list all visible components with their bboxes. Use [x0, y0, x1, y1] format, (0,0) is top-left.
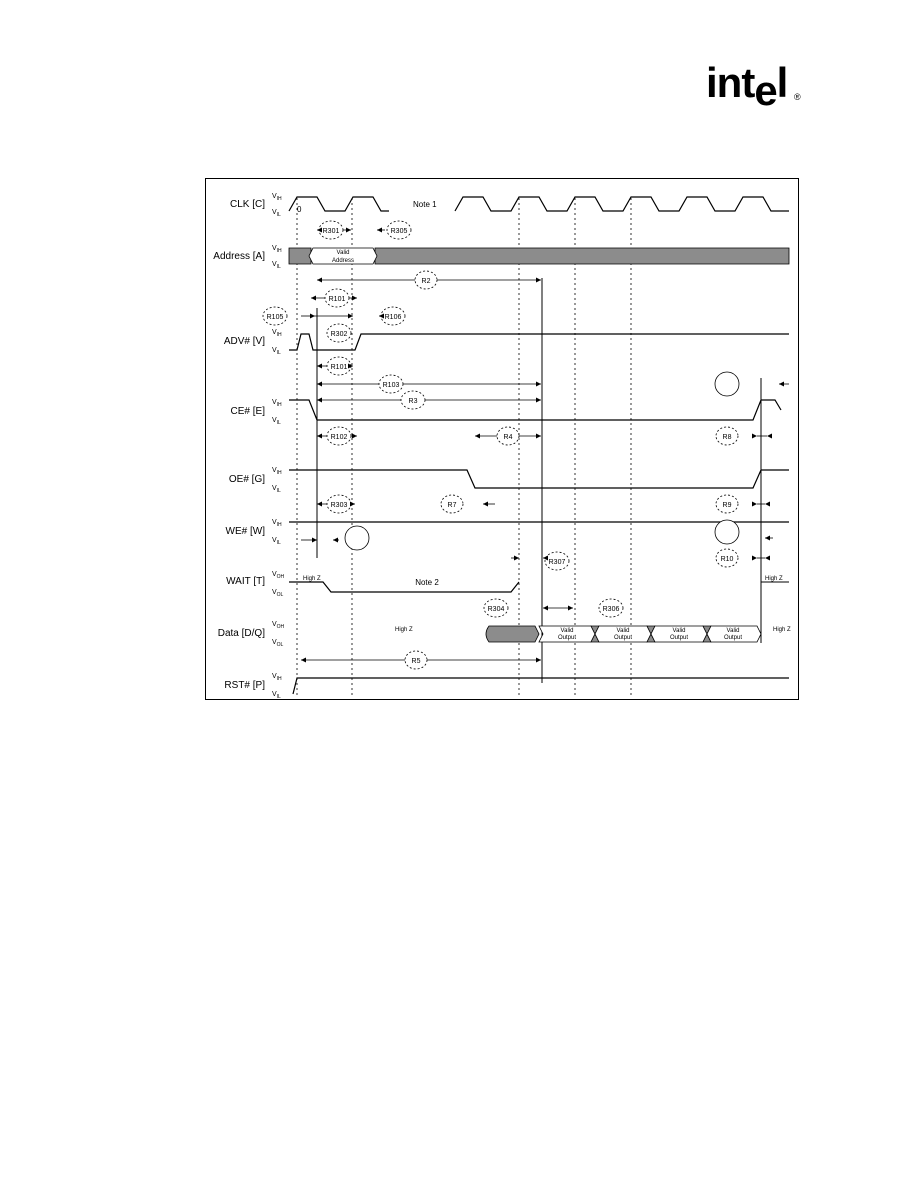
wait-note-label: Note 2	[415, 578, 439, 587]
param-r3: R3	[409, 398, 418, 405]
adv-waveform	[289, 333, 789, 351]
param-r306: R306	[603, 606, 620, 613]
address-valid-segment	[308, 247, 378, 265]
wait-high-z-right: High Z	[765, 576, 783, 582]
clk-levels: VIH VIL	[272, 193, 282, 218]
registered-mark: ®	[794, 92, 801, 102]
svg-text:VIH: VIH	[272, 245, 282, 254]
param-r106: R106	[385, 314, 402, 321]
svg-text:VIL: VIL	[272, 417, 281, 426]
ce-waveform	[289, 399, 782, 421]
address-valid-text-2: Address	[332, 258, 354, 264]
data-valid-1-line2: Output	[558, 635, 576, 641]
signal-label-we: WE# [W]	[226, 526, 266, 537]
clk-note-label: Note 1	[413, 200, 437, 209]
arrow-heads	[301, 227, 784, 663]
param-r301: R301	[323, 228, 340, 235]
signal-label-rst: RST# [P]	[224, 680, 265, 691]
data-bus-invalid	[485, 625, 540, 643]
param-r302: R302	[331, 331, 348, 338]
adv-levels: VIH VIL	[272, 329, 282, 356]
signal-label-data: Data [D/Q]	[218, 628, 265, 639]
svg-text:VIL: VIL	[272, 261, 281, 270]
data-levels: VOH VOL	[272, 621, 285, 648]
ce-levels: VIH VIL	[272, 399, 282, 426]
param-r8: R8	[723, 434, 732, 441]
param-r2: R2	[422, 278, 431, 285]
param-r305: R305	[391, 228, 408, 235]
param-r102: R102	[331, 434, 348, 441]
data-valid-2-line1: Valid	[617, 628, 630, 634]
svg-text:VIL: VIL	[272, 691, 281, 700]
wait-high-z-left: High Z	[303, 576, 321, 582]
param-r303: R303	[331, 502, 348, 509]
clk-waveform-continued	[454, 196, 789, 212]
svg-text:VOL: VOL	[272, 639, 284, 648]
intel-logo: intel ®	[706, 59, 806, 114]
signal-label-adv: ADV# [V]	[224, 336, 265, 347]
svg-text:VOH: VOH	[272, 621, 285, 630]
param-r304: R304	[488, 606, 505, 613]
timing-parameter-bubbles	[262, 220, 739, 670]
signal-label-wait: WAIT [T]	[226, 576, 265, 587]
param-r307: R307	[549, 559, 566, 566]
param-r7: R7	[448, 502, 457, 509]
svg-text:VIL: VIL	[272, 347, 281, 356]
param-r101-top: R101	[329, 296, 346, 303]
address-valid-text-1: Valid	[337, 250, 350, 256]
clk-waveform	[288, 196, 389, 212]
param-r5: R5	[412, 658, 421, 665]
data-high-z-right: High Z	[773, 627, 791, 633]
svg-text:VIH: VIH	[272, 673, 282, 682]
param-r101-bottom: R101	[331, 364, 348, 371]
wait-waveform	[289, 581, 520, 593]
data-valid-outputs	[538, 625, 762, 643]
data-valid-4-line1: Valid	[727, 628, 740, 634]
wait-levels: VOH VOL	[272, 571, 285, 598]
svg-text:VIH: VIH	[272, 329, 282, 338]
oe-waveform	[289, 469, 789, 489]
param-r4: R4	[504, 434, 513, 441]
svg-text:VOH: VOH	[272, 571, 285, 580]
data-high-z-left: High Z	[395, 627, 413, 633]
svg-text:VIH: VIH	[272, 467, 282, 476]
clk-zero-label: 0	[297, 205, 302, 214]
intel-logo-wordmark: intel	[706, 59, 788, 114]
svg-text:VIH: VIH	[272, 193, 282, 202]
param-r105: R105	[267, 314, 284, 321]
param-r10: R10	[721, 556, 734, 563]
rst-levels: VIH VIL	[272, 673, 282, 700]
reference-lines	[296, 198, 632, 698]
svg-text:VIL: VIL	[272, 537, 281, 546]
param-r103: R103	[383, 382, 400, 389]
param-r9: R9	[723, 502, 732, 509]
burst-read-timing-diagram: CLK [C] Address [A] ADV# [V] CE# [E] OE#…	[205, 178, 799, 700]
svg-text:VIH: VIH	[272, 399, 282, 408]
data-valid-2-line2: Output	[614, 635, 632, 641]
data-valid-3-line1: Valid	[673, 628, 686, 634]
svg-text:VIH: VIH	[272, 519, 282, 528]
we-levels: VIH VIL	[272, 519, 282, 546]
address-levels: VIH VIL	[272, 245, 282, 270]
oe-levels: VIH VIL	[272, 467, 282, 494]
signal-label-ce: CE# [E]	[231, 406, 266, 417]
data-valid-3-line2: Output	[670, 635, 688, 641]
data-valid-1-line1: Valid	[561, 628, 574, 634]
svg-text:VIL: VIL	[272, 485, 281, 494]
svg-text:VOL: VOL	[272, 589, 284, 598]
svg-text:VIL: VIL	[272, 209, 281, 218]
signal-label-clk: CLK [C]	[230, 199, 265, 210]
signal-label-oe: OE# [G]	[229, 474, 265, 485]
rst-waveform	[292, 677, 789, 695]
address-bus-invalid	[288, 247, 790, 265]
signal-label-address: Address [A]	[213, 251, 265, 262]
data-valid-4-line2: Output	[724, 635, 742, 641]
blank-circles	[344, 371, 740, 551]
